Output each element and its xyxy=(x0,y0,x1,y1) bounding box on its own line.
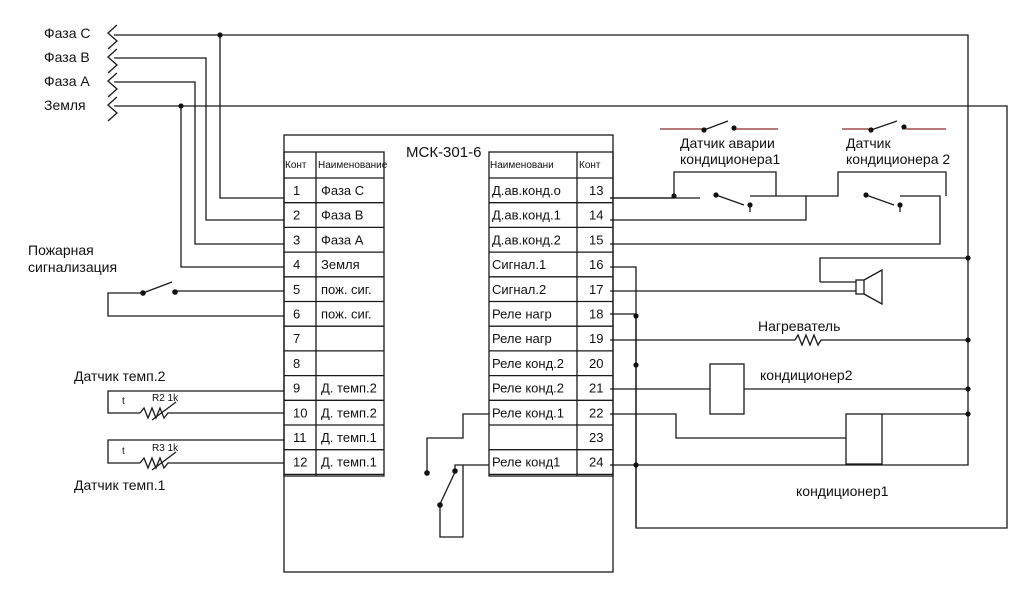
left-terminal-name: пож. сиг. xyxy=(321,307,372,322)
right-terminal-name: Д.ав.конд.2 xyxy=(492,232,561,247)
left-terminal-number: 10 xyxy=(293,405,307,420)
r3-label: R3 1k xyxy=(152,443,179,454)
phase-b-label: Фаза В xyxy=(44,49,90,65)
left-terminal-name: Фаза С xyxy=(321,183,364,198)
temp-sensor-2: Датчик темп.2 t R2 1k xyxy=(74,368,284,421)
left-terminal-name: Д. темп.2 xyxy=(321,405,377,420)
heater: Нагреватель xyxy=(610,313,971,347)
fire-alarm-label-1: Пожарная xyxy=(28,242,94,258)
siren xyxy=(610,255,971,527)
left-terminal-number: 4 xyxy=(293,257,300,272)
fire-alarm-label-2: сигнализация xyxy=(28,259,117,275)
temp-sensor-1-label: Датчик темп.1 xyxy=(74,477,166,493)
left-header-num: Конт xyxy=(285,160,307,171)
phase-wires xyxy=(114,32,1008,529)
left-terminal-number: 2 xyxy=(293,208,300,223)
right-header-name: Наименовани xyxy=(490,160,554,171)
heater-label: Нагреватель xyxy=(758,318,840,334)
right-terminal-name: Д.ав.конд.1 xyxy=(492,208,561,223)
conditioner-1: кондиционер1 xyxy=(610,411,971,499)
left-terminal-number: 1 xyxy=(293,183,300,198)
left-terminal-name: пож. сиг. xyxy=(321,282,372,297)
left-terminal-name: Земля xyxy=(321,257,360,272)
msk-block: МСК-301-6 Конт Наименование Наименовани … xyxy=(283,134,614,573)
right-terminal-name: Реле конд.2 xyxy=(492,381,564,396)
r3-t-mark: t xyxy=(122,446,125,457)
left-terminal-name: Д. темп.2 xyxy=(321,381,377,396)
left-terminal-name: Фаза А xyxy=(321,232,364,247)
right-terminal-number: 16 xyxy=(589,257,603,272)
left-terminal-number: 7 xyxy=(293,331,300,346)
phase-a-label: Фаза А xyxy=(44,73,90,89)
left-terminal-number: 11 xyxy=(293,430,307,445)
sensor-wiring xyxy=(610,171,947,245)
left-terminal-number: 3 xyxy=(293,232,300,247)
ac-fault-sensor-2: Датчик кондиционера 2 xyxy=(842,120,950,167)
left-terminal-number: 5 xyxy=(293,282,300,297)
conditioner-2-label: кондиционер2 xyxy=(760,367,853,383)
right-terminal-name: Реле нагр xyxy=(492,331,552,346)
fire-alarm: Пожарная сигнализация xyxy=(28,242,284,317)
left-terminal-number: 12 xyxy=(293,455,307,470)
right-terminal-number: 20 xyxy=(589,356,603,371)
right-terminal-name: Д.ав.конд.о xyxy=(492,183,561,198)
right-terminal-number: 15 xyxy=(589,232,603,247)
conditioner-2: кондиционер2 xyxy=(610,362,971,415)
right-header-num: Конт xyxy=(579,160,601,171)
right-terminal-number: 23 xyxy=(589,430,603,445)
r2-label: R2 1k xyxy=(152,393,179,404)
left-terminal-number: 6 xyxy=(293,307,300,322)
conditioner-1-label: кондиционер1 xyxy=(796,483,889,499)
right-terminal-number: 19 xyxy=(589,331,603,346)
left-terminal-number: 9 xyxy=(293,381,300,396)
right-terminal-number: 18 xyxy=(589,307,603,322)
phase-c-label: Фаза С xyxy=(44,25,90,41)
temp-sensor-1: Датчик темп.1 t R3 1k xyxy=(74,439,284,493)
right-terminal-number: 24 xyxy=(589,455,603,470)
left-terminal-name: Д. темп.1 xyxy=(321,455,377,470)
right-terminal-name: Реле конд.2 xyxy=(492,356,564,371)
ac-fault-sensor-2-label-1: Датчик xyxy=(846,135,891,151)
right-terminal-number: 22 xyxy=(589,405,603,420)
r2-t-mark: t xyxy=(122,396,125,407)
ac-fault-sensor-1-label-1: Датчик аварии xyxy=(680,135,775,151)
internal-relay xyxy=(424,413,489,538)
ac-fault-sensor-1-label-2: кондиционера1 xyxy=(680,151,781,167)
cable-break-symbols xyxy=(107,24,118,122)
right-terminal-name: Сигнал.1 xyxy=(492,257,546,272)
left-terminal-number: 8 xyxy=(293,356,300,371)
right-terminal-number: 14 xyxy=(589,208,603,223)
right-terminal-name: Сигнал.2 xyxy=(492,282,546,297)
right-terminal-number: 21 xyxy=(589,381,603,396)
ac-fault-sensor-1: Датчик аварии кондиционера1 xyxy=(660,120,781,167)
right-terminal-name: Реле конд.1 xyxy=(492,405,564,420)
right-terminal-number: 13 xyxy=(589,183,603,198)
ac-fault-sensor-2-label-2: кондиционера 2 xyxy=(846,151,950,167)
left-terminal-name: Фаза В xyxy=(321,208,363,223)
fire-switch-blade xyxy=(142,281,173,294)
right-terminal-number: 17 xyxy=(589,282,603,297)
temp-sensor-2-label: Датчик темп.2 xyxy=(74,368,166,384)
left-header-name: Наименование xyxy=(318,160,388,171)
right-terminal-name: Реле нагр xyxy=(492,307,552,322)
speaker-icon xyxy=(855,279,865,295)
left-terminal-name: Д. темп.1 xyxy=(321,430,377,445)
block-title: МСК-301-6 xyxy=(406,144,481,161)
right-terminal-name: Реле конд1 xyxy=(492,455,560,470)
ground-label: Земля xyxy=(44,97,86,113)
